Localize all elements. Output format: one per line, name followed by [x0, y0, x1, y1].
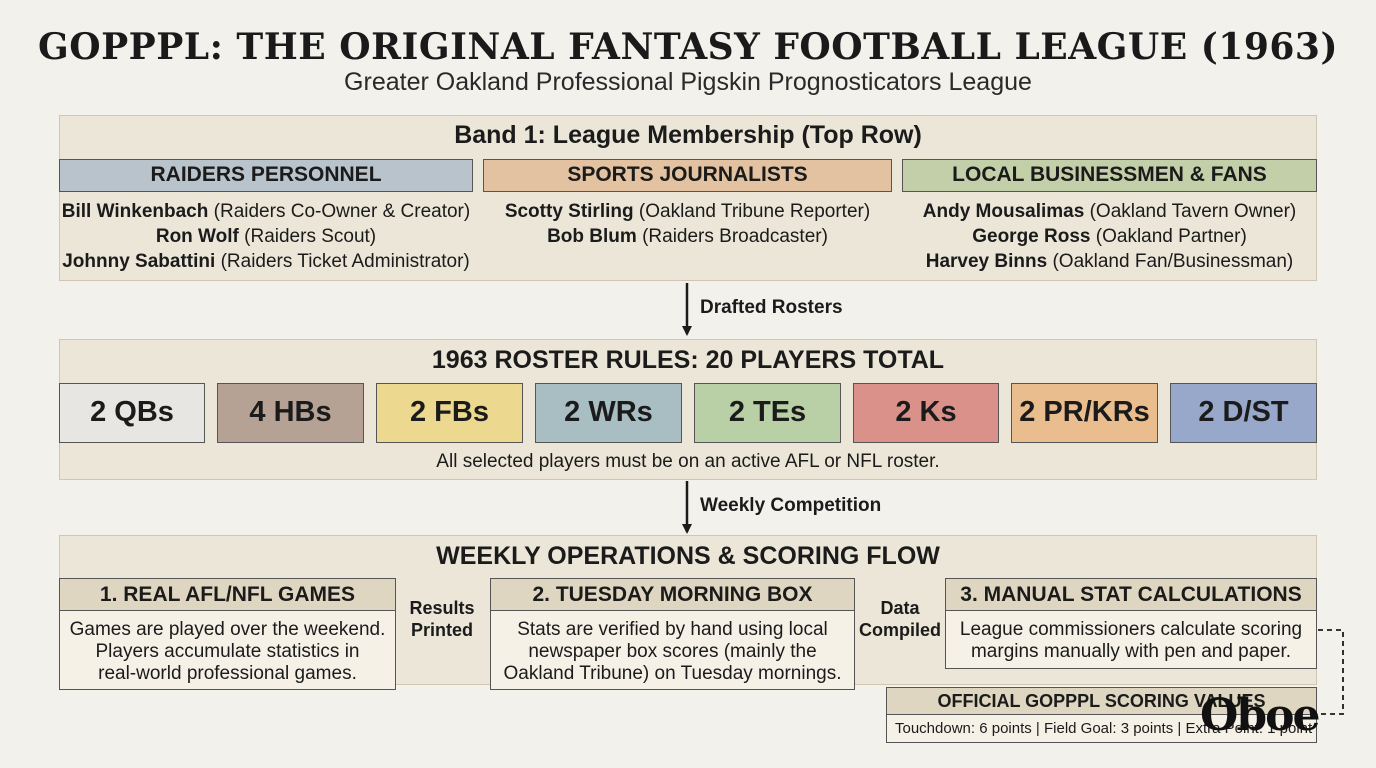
category-local-businessmen: LOCAL BUSINESSMEN & FANS [902, 159, 1317, 192]
member-entry: Ron Wolf (Raiders Scout) [155, 226, 377, 247]
category-raiders-personnel: RAIDERS PERSONNEL [59, 159, 473, 192]
step-manual-calc-body: League commissioners calculate scoring m… [945, 611, 1317, 669]
member-entry: Scotty Stirling (Oakland Tribune Reporte… [504, 201, 871, 222]
band3-title: WEEKLY OPERATIONS & SCORING FLOW [436, 542, 940, 570]
page-subtitle: Greater Oakland Professional Pigskin Pro… [344, 68, 1032, 96]
connector-results-printed-label: Results Printed [409, 598, 475, 640]
member-entry: Johnny Sabattini (Raiders Ticket Adminis… [62, 251, 470, 272]
category-sports-journalists: SPORTS JOURNALISTS [483, 159, 892, 192]
step-box-scores-heading: 2. TUESDAY MORNING BOX SCORES [490, 578, 855, 638]
oboe-logo: Oboe [1200, 690, 1320, 741]
connector-data-compiled-label: Data Compiled [858, 598, 941, 640]
member-entry: Bill Winkenbach (Raiders Co-Owner & Crea… [61, 201, 471, 222]
page-title: GOPPPL: THE ORIGINAL FANTASY FOOTBALL LE… [37, 26, 1339, 68]
position-te: 2 TEs [694, 383, 841, 443]
arrow2-label: Weekly Competition [700, 495, 882, 516]
position-hb: 4 HBs [217, 383, 364, 443]
position-k: 2 Ks [853, 383, 999, 443]
position-wr: 2 WRs [535, 383, 682, 443]
step-box-scores-body: Stats are verified by hand using local n… [490, 611, 855, 690]
scoring-values-heading: OFFICIAL GOPPPL SCORING VALUES [886, 687, 1317, 715]
raiders-personnel-members: Bill Winkenbach (Raiders Co-Owner & Crea… [59, 199, 473, 274]
sports-journalists-members: Scotty Stirling (Oakland Tribune Reporte… [483, 199, 892, 249]
member-entry: Harvey Binns (Oakland Fan/Businessman) [925, 251, 1294, 272]
local-businessmen-members: Andy Mousalimas (Oakland Tavern Owner) G… [902, 199, 1317, 274]
step-real-games-body: Games are played over the weekend. Playe… [59, 611, 396, 690]
position-dst: 2 D/ST [1170, 383, 1317, 443]
position-pr-kr: 2 PR/KRs [1011, 383, 1158, 443]
position-fb: 2 FBs [376, 383, 523, 443]
band1-title: Band 1: League Membership (Top Row) [454, 121, 922, 149]
roster-note: All selected players must be on an activ… [436, 451, 940, 472]
band2-title: 1963 ROSTER RULES: 20 PLAYERS TOTAL [431, 346, 945, 374]
position-qb: 2 QBs [59, 383, 205, 443]
step-manual-calc-heading: 3. MANUAL STAT CALCULATIONS [945, 578, 1317, 611]
member-entry: Andy Mousalimas (Oakland Tavern Owner) [922, 201, 1297, 222]
arrow1-label: Drafted Rosters [700, 297, 843, 318]
member-entry: George Ross (Oakland Partner) [972, 226, 1247, 247]
scoring-values-body: Touchdown: 6 points | Field Goal: 3 poin… [886, 715, 1317, 743]
dashed-scoring-link [1318, 629, 1344, 715]
band-league-membership [59, 115, 1317, 281]
member-entry: Bob Blum (Raiders Broadcaster) [547, 226, 828, 247]
step-real-games-heading: 1. REAL AFL/NFL GAMES [59, 578, 396, 611]
